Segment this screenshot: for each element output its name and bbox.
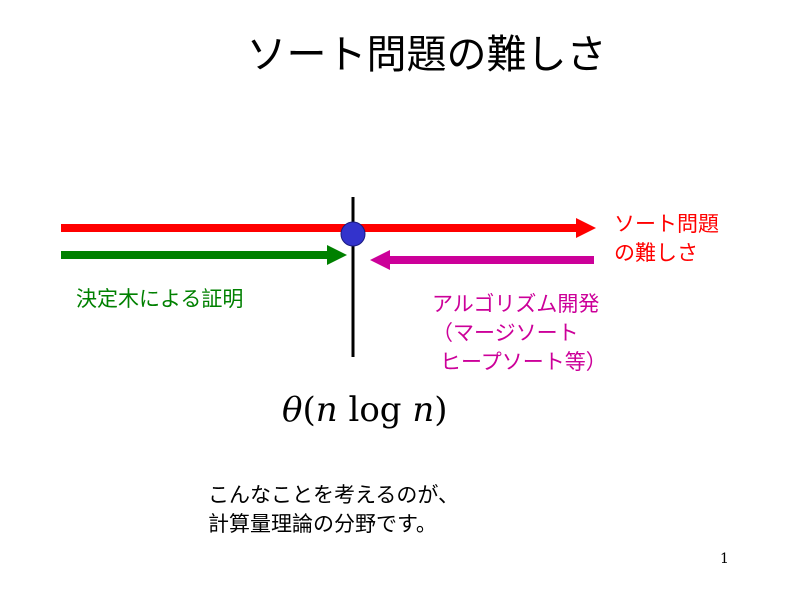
algorithm-line-1: アルゴリズム開発: [432, 292, 600, 316]
red-arrowhead: [576, 218, 596, 238]
magenta-arrowhead: [370, 250, 390, 270]
caption-line-2: 計算量理論の分野です。: [208, 512, 437, 536]
decision-tree-label: 決定木による証明: [76, 287, 244, 311]
formula-n1: n: [315, 390, 338, 430]
sort-difficulty-line-1: ソート問題: [614, 212, 719, 236]
algorithm-line-2: （マージソート: [432, 321, 579, 345]
caption-line-1: こんなことを考えるのが、: [208, 483, 459, 507]
sort-difficulty-line-2: の難しさ: [614, 241, 698, 265]
caption: こんなことを考えるのが、 計算量理論の分野です。: [208, 481, 459, 539]
complexity-formula: θ(n log n): [282, 390, 448, 430]
green-arrowhead: [327, 245, 347, 265]
algorithm-development-label: アルゴリズム開発 （マージソート ヒープソート等）: [432, 290, 607, 377]
formula-n2: n: [412, 390, 435, 430]
formula-close-paren: ): [434, 390, 448, 430]
slide-title: ソート問題の難しさ: [246, 32, 607, 78]
formula-open-paren: (: [302, 390, 316, 430]
page-number: 1: [720, 551, 729, 567]
formula-theta: θ: [282, 390, 303, 430]
algorithm-line-3: ヒープソート等）: [440, 350, 607, 374]
meeting-point: [340, 221, 366, 247]
sort-difficulty-label: ソート問題 の難しさ: [614, 210, 719, 268]
formula-log: log: [337, 390, 413, 430]
